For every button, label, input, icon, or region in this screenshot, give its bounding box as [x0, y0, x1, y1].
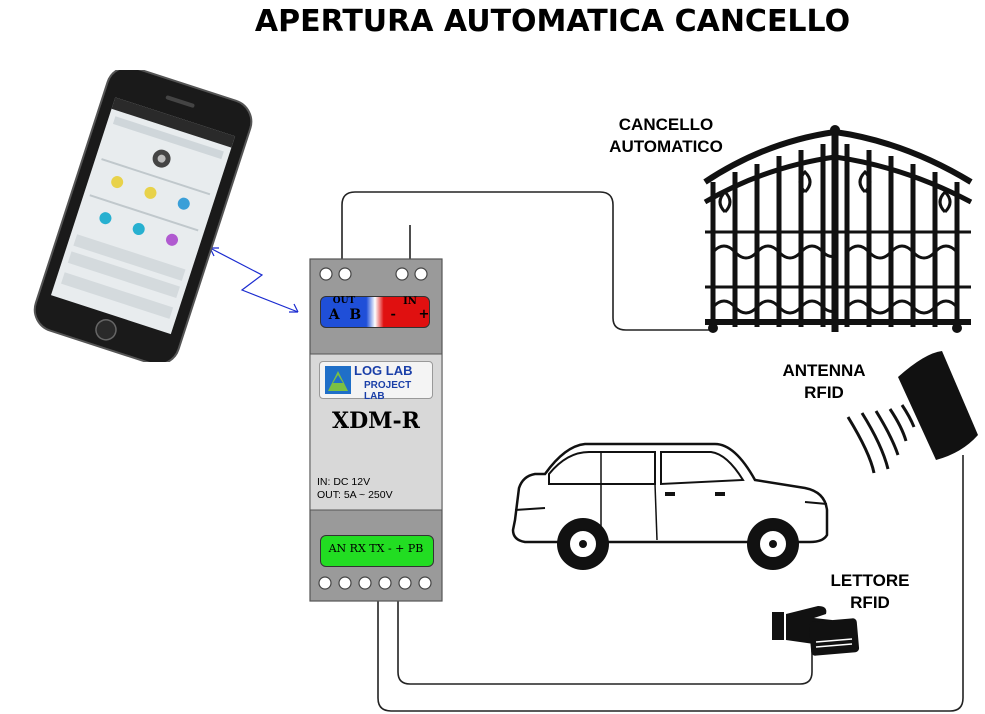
gate-icon [703, 125, 973, 333]
power-terminal-strip [320, 296, 430, 328]
gate-label: CANCELLO AUTOMATICO [586, 114, 746, 158]
brand-bottom: PROJECT LAB [364, 380, 412, 402]
spec-out: OUT: 5A ~ 250V [317, 489, 393, 501]
signal-terminal-strip [320, 535, 434, 567]
diagram-title: APERTURA AUTOMATICA CANCELLO [254, 4, 851, 39]
xdm-r-module: OUT A B IN - + LOG LAB PROJECT LAB XDM-R… [309, 258, 443, 602]
wire-module-to-gate [341, 191, 712, 331]
rfid-card-hand-icon [772, 606, 860, 656]
reader-label-line2: RFID [850, 593, 890, 612]
logo-mark-icon [325, 366, 351, 394]
out-label: OUT [332, 296, 356, 306]
gate-label-line2: AUTOMATICO [609, 137, 723, 156]
brand-top: LOG LAB [354, 363, 413, 378]
car-wheels [557, 518, 799, 570]
reader-label: LETTORE RFID [820, 570, 920, 614]
signal-terminals: AN RX TX - + PB [328, 542, 424, 555]
model-name: XDM-R [332, 408, 420, 434]
rfid-antenna-icon [846, 351, 978, 474]
in-terminals: - + [390, 307, 430, 322]
spec-in: IN: DC 12V [317, 476, 371, 488]
smartphone [33, 70, 253, 362]
car-icon [511, 442, 829, 570]
reader-label-line1: LETTORE [830, 571, 910, 590]
in-label: IN [403, 296, 417, 307]
antenna-label: ANTENNA RFID [764, 360, 884, 404]
wireless-link [209, 247, 299, 313]
wire-module-to-reader [397, 600, 813, 685]
wire-module-to-antenna [377, 455, 964, 712]
antenna-label-line1: ANTENNA [782, 361, 866, 380]
gate-label-line1: CANCELLO [618, 115, 714, 134]
antenna-label-line2: RFID [804, 383, 844, 402]
brand-logo: LOG LAB PROJECT LAB [319, 361, 433, 402]
out-terminals: A B [328, 307, 362, 323]
